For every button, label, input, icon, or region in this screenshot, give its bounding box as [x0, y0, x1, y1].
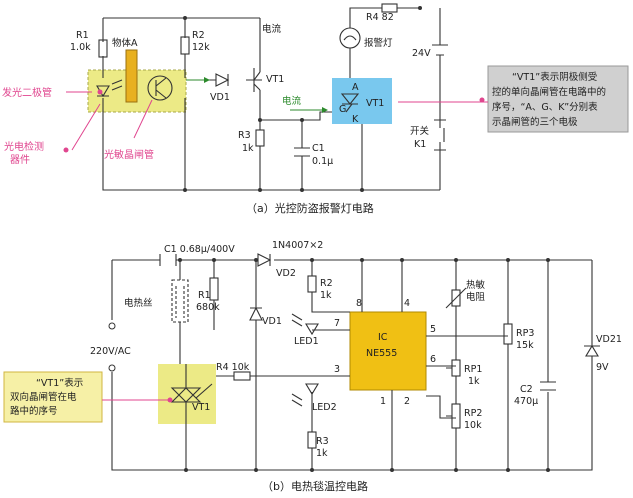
current-label-2: 电流 — [282, 95, 302, 107]
scr-k: K — [352, 114, 359, 125]
rp3-label: RP3 — [516, 328, 534, 339]
scr-vt1: VT1 — [366, 98, 384, 109]
pin-8: 8 — [356, 298, 362, 309]
r3b-value: 1k — [316, 448, 328, 459]
vd21-value: 9V — [596, 362, 609, 373]
thermistor-label-1: 热敏 — [466, 279, 486, 291]
detector-callout-1: 光电检测 — [4, 140, 44, 153]
led-callout: 发光二极管 — [2, 86, 52, 99]
r2-label: R2 — [192, 30, 205, 41]
object-a-bar — [125, 49, 138, 103]
r1b-value: 680k — [196, 302, 220, 313]
caption-a: （a）光控防盗报警灯电路 — [246, 201, 374, 215]
c2-value: 470μ — [514, 396, 538, 407]
thermistor-label-2: 电阻 — [466, 291, 486, 303]
scr-a: A — [352, 82, 359, 93]
pin-6: 6 — [430, 354, 436, 365]
r1-value: 1.0k — [70, 42, 91, 53]
pin-4: 4 — [404, 298, 410, 309]
triac-box — [158, 364, 216, 424]
ic-box — [349, 311, 427, 391]
note-b-line-2: 双向晶闸管在电 — [10, 391, 77, 403]
ic-label: IC — [378, 332, 388, 343]
note-b-line-1: “VT1”表示 — [36, 377, 83, 389]
led1-label: LED1 — [294, 336, 319, 347]
pin-3: 3 — [334, 364, 340, 375]
c1-value: 0.1μ — [312, 156, 333, 167]
r3-value: 1k — [242, 143, 254, 154]
supply-label: 24V — [412, 48, 431, 59]
r3b-label: R3 — [316, 436, 329, 447]
note-a-line-2: 控的单向晶闸管在电路中的 — [492, 86, 606, 98]
note-box-b — [3, 371, 103, 423]
r2b-label: R2 — [320, 278, 333, 289]
note-a-line-4: 示晶闸管的三个电极 — [492, 116, 578, 128]
scr-box — [332, 78, 392, 124]
circuit-a: R1 1.0k 物体A R2 12k 电流 R4 82 报警灯 24V VT1 … — [2, 3, 629, 215]
caption-b: （b）电热毯温控电路 — [262, 479, 368, 493]
circuit-b: C1 0.68μ/400V 1N4007×2 VD2 R1 680k R2 1k… — [3, 240, 622, 493]
led2-label: LED2 — [312, 402, 337, 413]
pin-5: 5 — [430, 324, 436, 335]
mains-label: 220V/AC — [90, 346, 131, 357]
vd1-label: VD1 — [210, 92, 230, 103]
current-label-1: 电流 — [262, 23, 282, 35]
r4-label: R4 82 — [366, 12, 394, 23]
rp1-value: 1k — [468, 376, 480, 387]
vd1b-label: VD1 — [262, 316, 282, 327]
pin-2: 2 — [404, 396, 410, 407]
heater-label: 电热丝 — [124, 297, 153, 309]
r2-value: 12k — [192, 42, 210, 53]
r3-label: R3 — [238, 130, 251, 141]
r2b-value: 1k — [320, 290, 332, 301]
vd21-label: VD21 — [596, 334, 622, 345]
note-a-line-1: “VT1”表示阴极侧受 — [512, 71, 597, 83]
diodes-label: 1N4007×2 — [272, 240, 323, 251]
vd2-label: VD2 — [276, 268, 296, 279]
vt1-label: VT1 — [266, 74, 284, 85]
rp2-label: RP2 — [464, 408, 482, 419]
r4b-label: R4 10k — [216, 362, 250, 373]
object-a-label: 物体A — [112, 37, 138, 49]
switch-label: 开关 — [410, 125, 430, 137]
phototransistor-callout: 光敏晶闸管 — [104, 148, 154, 161]
note-a-line-3: 序号，“A、G、K”分别表 — [492, 101, 598, 113]
pin-7: 7 — [334, 318, 340, 329]
detector-callout-2: 器件 — [10, 154, 30, 166]
scr-g: G — [339, 104, 346, 115]
rp1-label: RP1 — [464, 364, 482, 375]
ic-part: NE555 — [366, 348, 397, 359]
r1b-label: R1 — [198, 290, 211, 301]
c1-label: C1 — [312, 143, 325, 154]
rp3-value: 15k — [516, 340, 534, 351]
triac-label: VT1 — [192, 402, 210, 413]
note-b-line-3: 路中的序号 — [10, 405, 58, 417]
c2-label: C2 — [520, 384, 533, 395]
pin-1: 1 — [380, 396, 386, 407]
rp2-value: 10k — [464, 420, 482, 431]
switch-id: K1 — [414, 139, 426, 150]
r1-label: R1 — [76, 30, 89, 41]
lamp-label: 报警灯 — [364, 37, 393, 49]
c1b-label: C1 0.68μ/400V — [164, 244, 235, 255]
note-box-a — [487, 65, 629, 133]
